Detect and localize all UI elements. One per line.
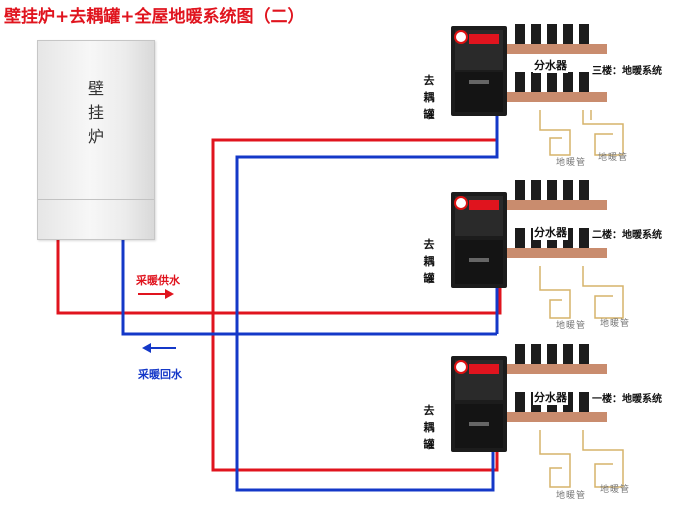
tank-nameplate [469,422,489,426]
tank-label-char: 去 [423,74,435,87]
pressure-gauge-icon [454,196,468,210]
boiler-label-char: 炉 [87,127,104,146]
floor-label-2: 二楼：地暖系统 [592,230,662,241]
floor-heating-loops [539,110,624,156]
pump-inlet [469,364,499,374]
return-riser-top-pipe [235,114,499,334]
manifold-supply-bar [507,364,607,374]
heating-pipe-label: 地暖管 [598,153,629,163]
return-riser-pipe [235,334,495,492]
tank-label-char: 耦 [423,255,435,268]
heating-pipe-label: 地暖管 [600,319,631,329]
tank-nameplate [469,80,489,84]
supply-riser-pipe [211,313,499,472]
tank-nameplate [469,258,489,262]
pump-station-floor3 [451,24,624,156]
manifold-label-floor1: 分水器 [533,389,568,405]
boiler-label: 壁 挂 炉 [38,77,154,149]
pump-inlet [469,34,499,44]
boiler-label-char: 壁 [87,79,104,98]
heating-pipe-label: 地暖管 [556,321,587,331]
supply-main-pipe [56,240,502,315]
floor-label-3: 三楼：地暖系统 [592,66,662,77]
supply-arrow-icon [138,289,174,299]
tank-label-floor3: 去 耦 罐 [422,72,436,123]
pump-inlet [469,200,499,210]
manifold-label-floor2: 分水器 [533,224,568,240]
boiler-panel-divider [38,199,154,200]
tank-label-char: 罐 [423,108,435,121]
manifold-supply-bar [507,200,607,210]
heating-pipe-label: 地暖管 [556,158,587,168]
heating-pipe-label: 地暖管 [600,485,631,495]
manifold-supply-bar [507,44,607,54]
manifold-return-bar [507,412,607,422]
pressure-gauge-icon [454,30,468,44]
tank-label-char: 去 [423,238,435,251]
boiler-label-char: 挂 [87,103,104,122]
tank-label-char: 去 [423,404,435,417]
pump-station-floor1 [451,344,624,488]
manifold-return-bar [507,92,607,102]
tank-label-char: 罐 [423,272,435,285]
wall-boiler: 壁 挂 炉 [37,40,155,240]
tank-label-floor1: 去 耦 罐 [422,402,436,453]
pump-station-floor2 [451,180,624,319]
tank-label-char: 耦 [423,91,435,104]
manifold-valves [515,24,589,92]
tank-label-char: 罐 [423,438,435,451]
supply-water-label: 采暖供水 [136,274,180,287]
floor-label-1: 一楼：地暖系统 [592,394,662,405]
return-water-label: 采暖回水 [138,368,182,381]
tank-label-char: 耦 [423,421,435,434]
tank-label-floor2: 去 耦 罐 [422,236,436,287]
decoupling-tank-body [455,72,503,112]
heating-pipe-label: 地暖管 [556,491,587,501]
floor-heating-loops [539,266,624,319]
diagram-title: 壁挂炉+去耦罐+全屋地暖系统图（二） [4,7,305,27]
return-arrow-icon [142,343,176,353]
floor-heating-loops [539,430,624,488]
manifold-label-floor3: 分水器 [533,57,568,73]
return-main-pipe [121,240,497,336]
pressure-gauge-icon [454,360,468,374]
manifold-return-bar [507,248,607,258]
